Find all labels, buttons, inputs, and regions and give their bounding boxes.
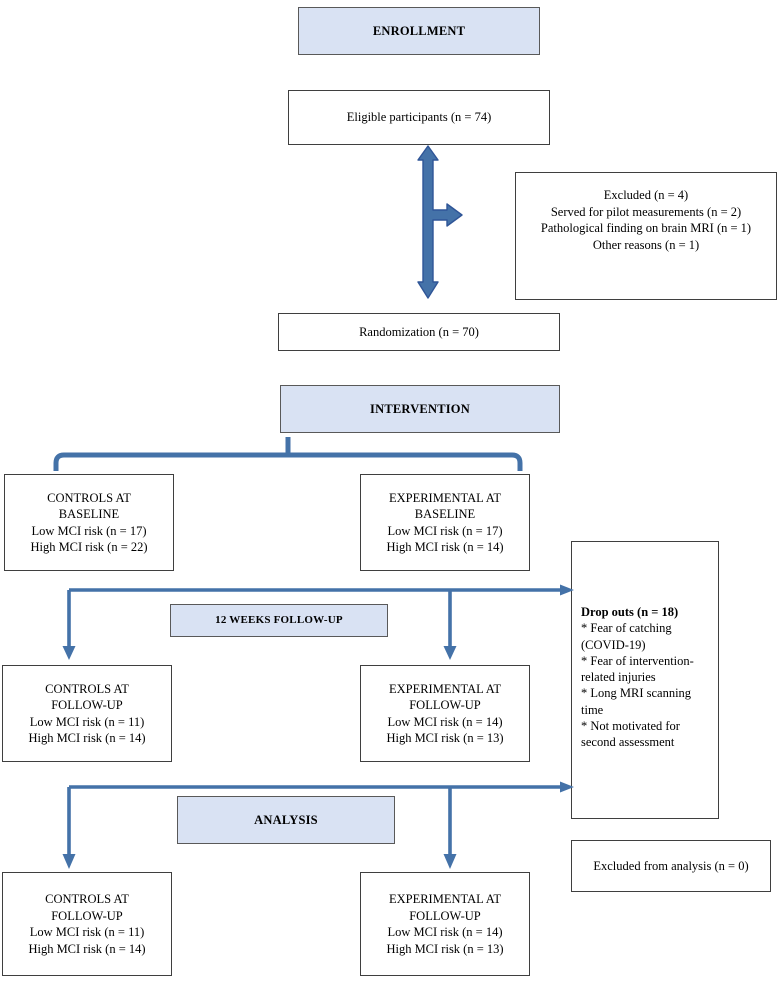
intervention-header-label: INTERVENTION bbox=[370, 401, 470, 416]
controls-baseline-box: CONTROLS AT BASELINE Low MCI risk (n = 1… bbox=[4, 474, 174, 571]
experimental-followup-low: Low MCI risk (n = 14) bbox=[387, 714, 503, 729]
experimental-followup-box: EXPERIMENTAL AT FOLLOW-UP Low MCI risk (… bbox=[360, 665, 530, 762]
excluded-reason-2: Other reasons (n = 1) bbox=[592, 237, 700, 252]
enrollment-header-label: ENROLLMENT bbox=[372, 23, 466, 38]
experimental-baseline-high: High MCI risk (n = 14) bbox=[386, 540, 504, 554]
experimental-followup-title-1: EXPERIMENTAL AT bbox=[388, 681, 502, 696]
dropouts-reason-1: * Fear of intervention-related injuries bbox=[581, 653, 694, 684]
controls-baseline-title-2: BASELINE bbox=[58, 507, 120, 521]
experimental-baseline-box: EXPERIMENTAL AT BASELINE Low MCI risk (n… bbox=[360, 474, 530, 571]
enrollment-header-box: ENROLLMENT bbox=[298, 7, 540, 55]
experimental-analysis-high: High MCI risk (n = 13) bbox=[386, 941, 504, 956]
excluded-reason-1: Pathological finding on brain MRI (n = 1… bbox=[540, 221, 752, 235]
excluded-reason-0: Served for pilot measurements (n = 2) bbox=[550, 204, 742, 219]
experimental-analysis-title-1: EXPERIMENTAL AT bbox=[388, 892, 502, 906]
controls-baseline-low: Low MCI risk (n = 17) bbox=[31, 523, 147, 538]
eligible-participants-box: Eligible participants (n = 74) bbox=[288, 90, 550, 145]
experimental-analysis-low: Low MCI risk (n = 14) bbox=[387, 925, 503, 939]
controls-followup-box: CONTROLS AT FOLLOW-UP Low MCI risk (n = … bbox=[2, 665, 172, 762]
controls-followup-high: High MCI risk (n = 14) bbox=[28, 731, 146, 745]
dropouts-reason-0: * Fear of catching (COVID-19) bbox=[581, 621, 672, 652]
experimental-analysis-box: EXPERIMENTAL AT FOLLOW-UP Low MCI risk (… bbox=[360, 872, 530, 976]
excluded-from-analysis-box: Excluded from analysis (n = 0) bbox=[571, 840, 771, 892]
controls-analysis-low: Low MCI risk (n = 11) bbox=[29, 925, 145, 939]
eligible-participants-label: Eligible participants (n = 74) bbox=[346, 110, 492, 125]
excluded-box: Excluded (n = 4) Served for pilot measur… bbox=[515, 172, 777, 300]
experimental-followup-title-2: FOLLOW-UP bbox=[409, 698, 481, 712]
controls-baseline-title-1: CONTROLS AT bbox=[47, 490, 131, 505]
experimental-followup-high: High MCI risk (n = 13) bbox=[386, 731, 504, 745]
controls-followup-title-2: FOLLOW-UP bbox=[51, 698, 123, 712]
controls-baseline-high: High MCI risk (n = 22) bbox=[30, 540, 148, 554]
enrollment-split-arrow bbox=[417, 145, 463, 299]
dropouts-reason-2: * Long MRI scanning time bbox=[581, 686, 692, 717]
experimental-baseline-low: Low MCI risk (n = 17) bbox=[387, 523, 503, 538]
controls-analysis-box: CONTROLS AT FOLLOW-UP Low MCI risk (n = … bbox=[2, 872, 172, 976]
controls-followup-low: Low MCI risk (n = 11) bbox=[29, 714, 145, 729]
intervention-header-box: INTERVENTION bbox=[280, 385, 560, 433]
controls-analysis-title-2: FOLLOW-UP bbox=[51, 908, 123, 923]
analysis-header-label: ANALYSIS bbox=[254, 812, 318, 827]
experimental-baseline-title-1: EXPERIMENTAL AT bbox=[388, 490, 502, 505]
controls-analysis-high: High MCI risk (n = 14) bbox=[28, 941, 146, 956]
followup-header-box: 12 WEEKS FOLLOW-UP bbox=[170, 604, 388, 637]
excluded-from-analysis-label: Excluded from analysis (n = 0) bbox=[593, 858, 749, 873]
experimental-baseline-title-2: BASELINE bbox=[414, 507, 476, 521]
controls-followup-title-1: CONTROLS AT bbox=[45, 681, 129, 696]
excluded-title: Excluded (n = 4) bbox=[603, 188, 689, 202]
randomization-box: Randomization (n = 70) bbox=[278, 313, 560, 351]
dropouts-reason-3: * Not motivated for second assessment bbox=[581, 718, 680, 749]
dropouts-title: Drop outs (n = 18) bbox=[581, 605, 679, 619]
followup-header-label: 12 WEEKS FOLLOW-UP bbox=[215, 614, 343, 627]
dropouts-box: Drop outs (n = 18) * Fear of catching (C… bbox=[571, 541, 719, 819]
randomization-label: Randomization (n = 70) bbox=[359, 324, 479, 339]
analysis-header-box: ANALYSIS bbox=[177, 796, 395, 844]
controls-analysis-title-1: CONTROLS AT bbox=[45, 892, 129, 906]
experimental-analysis-title-2: FOLLOW-UP bbox=[409, 908, 481, 923]
